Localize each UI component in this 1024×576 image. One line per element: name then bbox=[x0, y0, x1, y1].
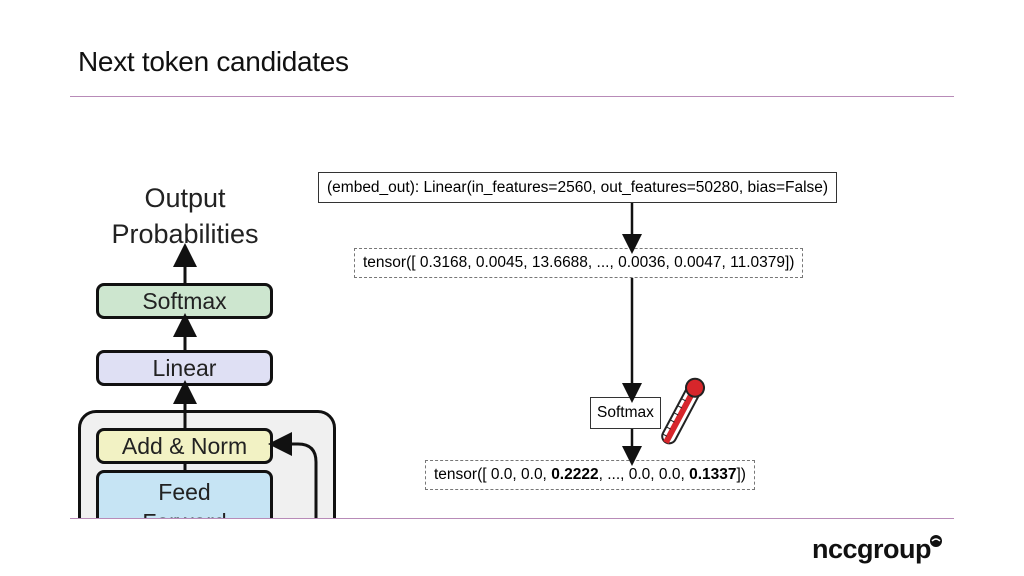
logits-tensor: tensor([ 0.3168, 0.0045, 13.6688, ..., 0… bbox=[354, 248, 804, 278]
transformer-diagram: Output Probabilities Softmax Linear Add … bbox=[0, 0, 360, 519]
slide-title: Next token candidates bbox=[78, 46, 349, 77]
probabilities-tensor: tensor([ 0.0, 0.0, 0.2222, ..., 0.0, 0.0… bbox=[425, 460, 755, 490]
embed-out-layer: (embed_out): Linear(in_features=2560, ou… bbox=[318, 172, 838, 203]
feed-forward-line2: Forward bbox=[99, 507, 270, 519]
nccgroup-logo: nccgroup bbox=[812, 534, 943, 565]
residual-arrow bbox=[268, 432, 318, 519]
softmax-step: Softmax bbox=[590, 397, 661, 429]
probs-suffix: ]) bbox=[736, 466, 746, 483]
output-probabilities-label: Output Probabilities bbox=[100, 180, 270, 252]
linear-block: Linear bbox=[96, 350, 273, 386]
logo-mark-icon bbox=[930, 535, 943, 547]
thermometer-icon bbox=[661, 377, 706, 445]
feed-forward-block: Feed Forward bbox=[96, 470, 273, 519]
title-divider bbox=[70, 96, 954, 97]
diagram-arrows bbox=[173, 243, 318, 519]
footer-divider bbox=[70, 518, 954, 519]
probs-highlight-1: 0.2222 bbox=[551, 466, 599, 483]
logo-text: nccgroup bbox=[812, 534, 932, 564]
output-label-line1: Output bbox=[144, 183, 226, 213]
add-norm-block: Add & Norm bbox=[96, 428, 273, 464]
probs-highlight-2: 0.1337 bbox=[689, 466, 737, 483]
feed-forward-line1: Feed bbox=[158, 479, 211, 505]
probs-middle: , ..., 0.0, 0.0, bbox=[598, 466, 690, 483]
probs-prefix: tensor([ 0.0, 0.0, bbox=[434, 466, 552, 483]
